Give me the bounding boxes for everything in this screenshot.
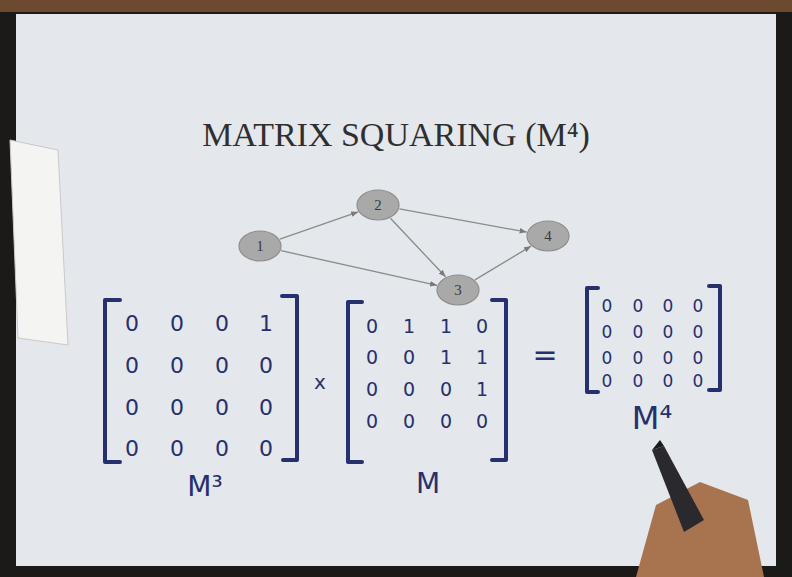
matrix-entry: 0 [440, 380, 452, 399]
matrix-entry: 0 [125, 397, 139, 419]
matrix-entry: 1 [440, 348, 452, 367]
matrix-entry: 1 [403, 317, 415, 336]
matrix-entry: 0 [170, 313, 184, 335]
times-sign: x [314, 372, 326, 392]
directed-edge [280, 212, 358, 239]
graph-vertex: 3 [436, 274, 480, 306]
matrix-entry: 0 [602, 298, 613, 315]
bracket [492, 300, 506, 460]
matrix-entry: 0 [602, 324, 613, 341]
matrix-entry: 0 [366, 380, 378, 399]
matrix-entry: 0 [403, 348, 415, 367]
vertex-number: 4 [544, 229, 552, 244]
vertex-number: 2 [374, 198, 382, 213]
matrix-entry: 0 [125, 438, 139, 460]
matrix-entry: 0 [663, 298, 674, 315]
paper-sheet [10, 140, 68, 345]
vertex-shape [437, 275, 479, 305]
matrix-entry: 0 [215, 355, 229, 377]
matrix-entry: 1 [259, 313, 273, 335]
graph-vertex: 1 [238, 230, 282, 262]
vertex-shape [357, 190, 399, 220]
matrix-entry: 0 [663, 373, 674, 390]
matrix-entry: 0 [633, 324, 644, 341]
bracket [587, 288, 598, 392]
matrix-entry: 0 [693, 298, 704, 315]
matrix-entry: 0 [403, 380, 415, 399]
equals-sign: = [532, 340, 557, 370]
matrix-entry: 0 [259, 397, 273, 419]
matrix-entry: 0 [125, 355, 139, 377]
matrix-entry: 0 [440, 412, 452, 431]
matrix-entry: 0 [170, 438, 184, 460]
matrix-entry: 0 [693, 324, 704, 341]
matrix-entry: 0 [663, 350, 674, 367]
matrix-name: M³ [187, 473, 222, 501]
matrix-entry: 0 [403, 412, 415, 431]
matrix-entry: 0 [259, 438, 273, 460]
vertex-number: 1 [256, 239, 264, 254]
matrix-entry: 0 [476, 412, 488, 431]
matrix-entry: 0 [602, 350, 613, 367]
matrix-entry: 0 [693, 350, 704, 367]
matrix-entry: 1 [476, 348, 488, 367]
matrix-entry: 0 [170, 355, 184, 377]
matrix-name: M [416, 470, 440, 498]
matrix-entry: 0 [476, 317, 488, 336]
matrix-entry: 0 [633, 298, 644, 315]
graph-vertex: 2 [356, 189, 400, 221]
hand [636, 482, 764, 577]
matrix-entry: 0 [366, 412, 378, 431]
hand-with-marker [636, 440, 764, 577]
matrix-entry: 1 [476, 380, 488, 399]
matrix-name: M⁴ [632, 402, 672, 434]
bracket [709, 286, 720, 390]
matrix-entry: 0 [693, 373, 704, 390]
matrix-entry: 0 [170, 397, 184, 419]
directed-edge [399, 209, 526, 232]
matrix-brackets [105, 286, 720, 462]
vertex-shape [527, 221, 569, 251]
marker-tip [652, 440, 664, 450]
directed-edge [390, 218, 445, 277]
directed-edge [281, 251, 437, 286]
matrix-entry: 0 [125, 313, 139, 335]
graph-vertex: 4 [526, 220, 570, 252]
vertex-number: 3 [454, 283, 462, 298]
matrix-entry: 0 [633, 350, 644, 367]
vertex-shape [239, 231, 281, 261]
matrix-entry: 0 [633, 373, 644, 390]
matrix-entry: 0 [259, 355, 273, 377]
frame-top [0, 0, 792, 12]
matrix-entry: 0 [215, 397, 229, 419]
marker [652, 446, 704, 532]
matrix-entry: 0 [215, 313, 229, 335]
slide-title: MATRIX SQUARING (M⁴) [0, 116, 792, 153]
bracket [348, 302, 362, 462]
matrix-entry: 0 [366, 348, 378, 367]
directed-edge [475, 246, 531, 280]
matrix-entry: 0 [663, 324, 674, 341]
bracket [282, 296, 297, 460]
slide-ground [16, 14, 776, 566]
matrix-entry: 0 [602, 373, 613, 390]
matrix-entry: 1 [440, 317, 452, 336]
matrix-entry: 0 [215, 438, 229, 460]
bracket [105, 300, 120, 462]
matrix-entry: 0 [366, 317, 378, 336]
